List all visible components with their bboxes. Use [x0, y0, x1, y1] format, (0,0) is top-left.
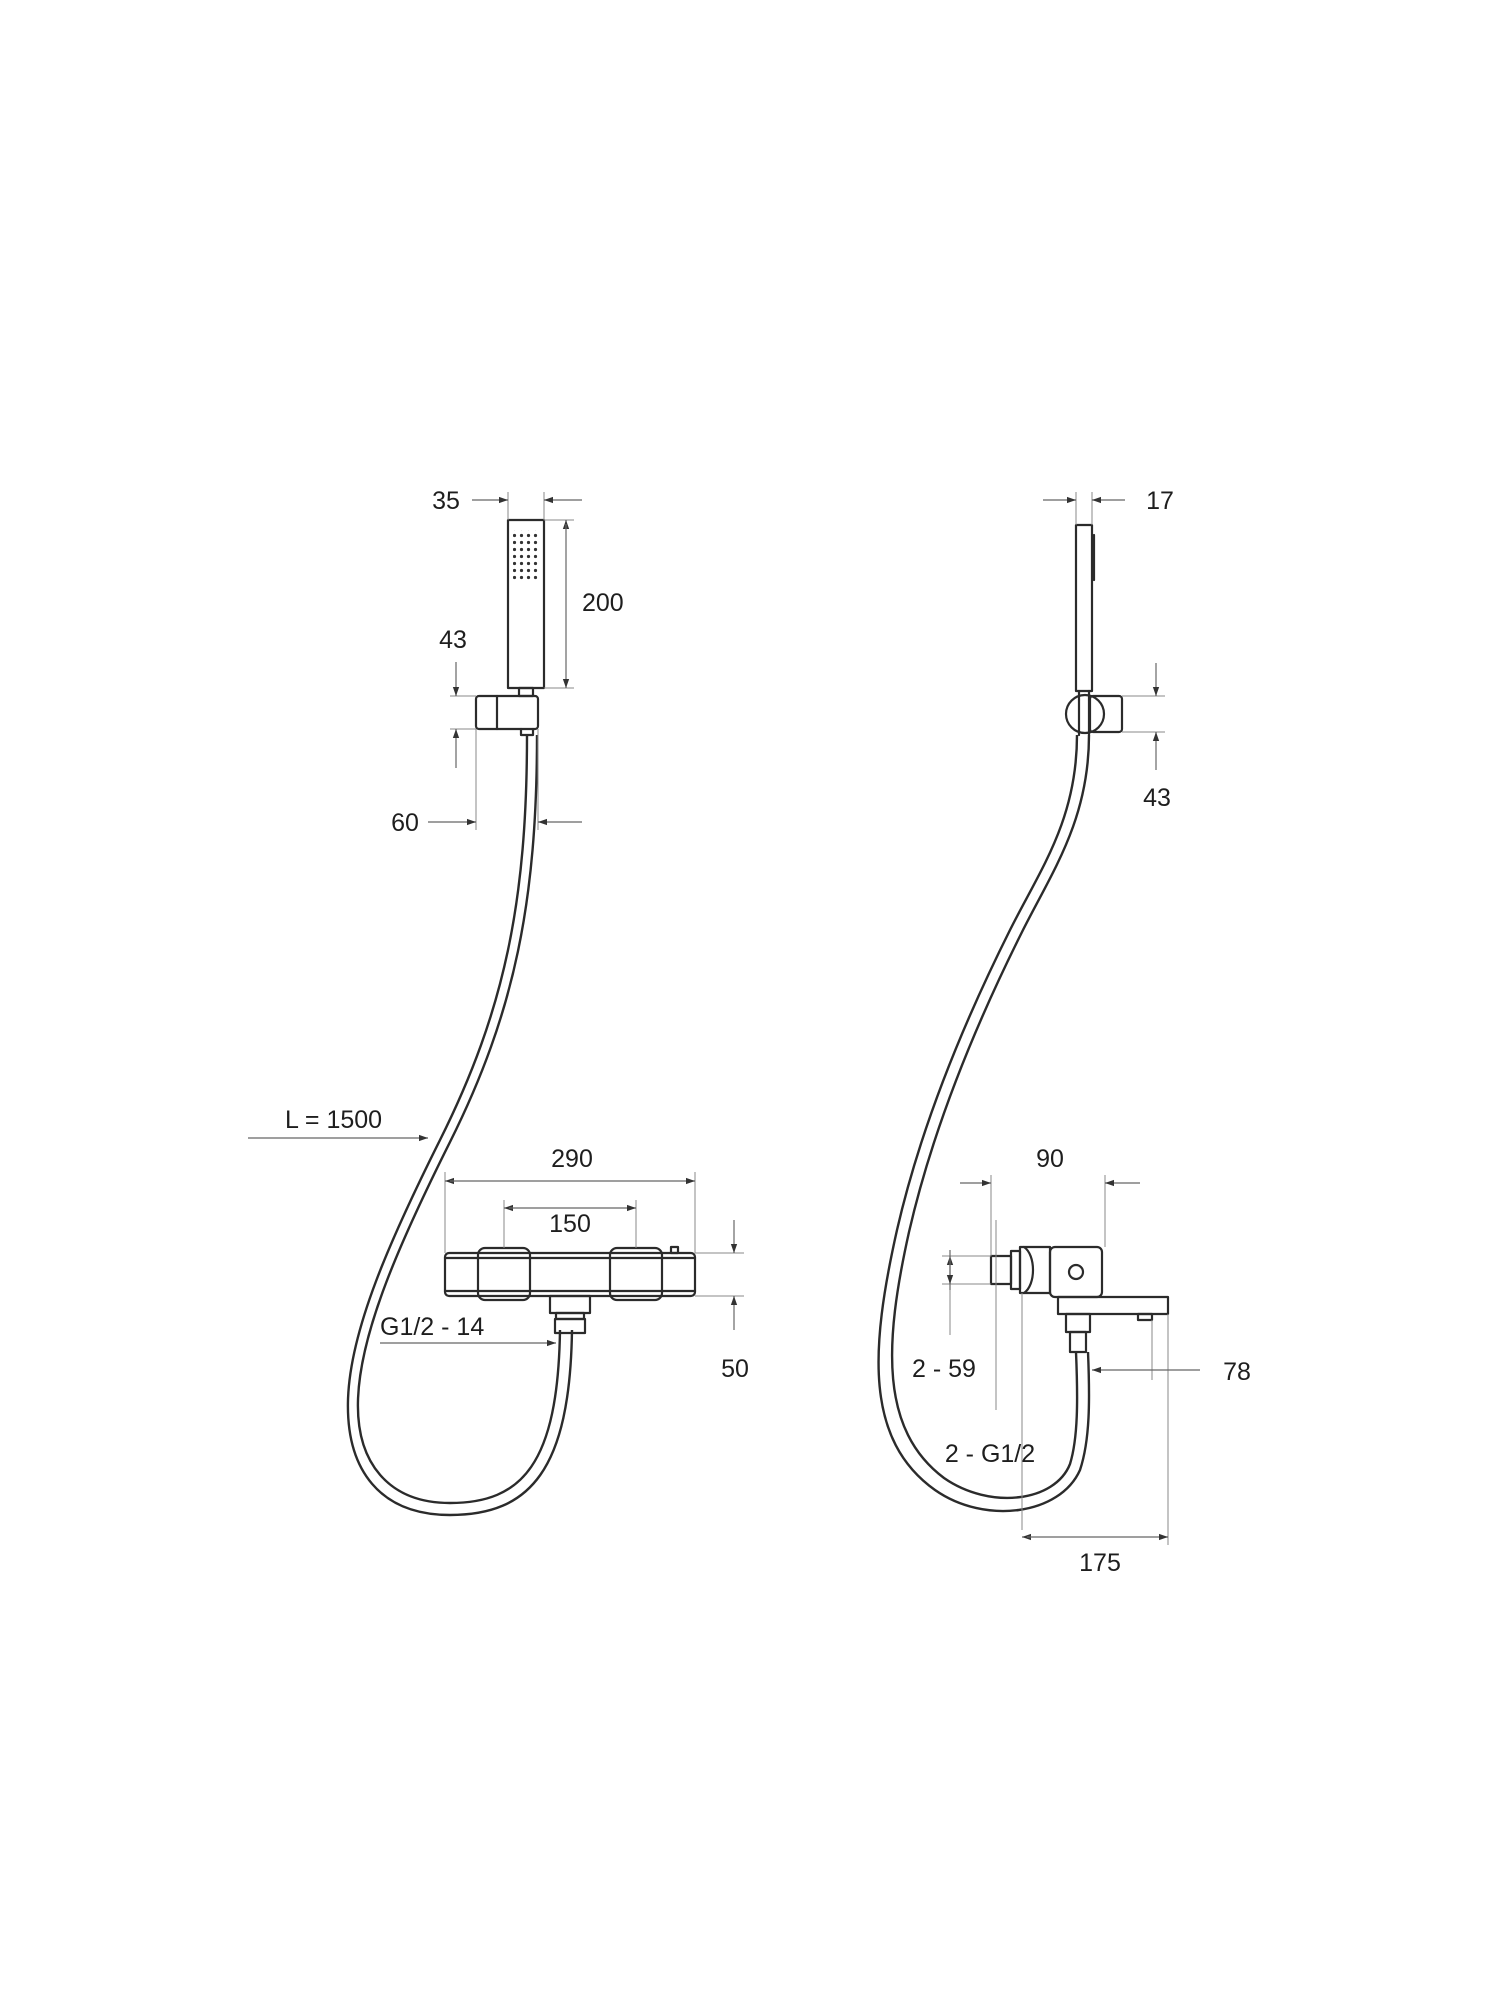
dim-hose-length: L = 1500 [285, 1106, 382, 1134]
side-view: 17 43 90 2 - 59 2 - G1/2 78 175 [877, 487, 1251, 1577]
dim-eccentric-size: 2 - 59 [912, 1355, 976, 1383]
dim-handshower-width: 35 [432, 487, 460, 515]
dim-mixer-height: 50 [721, 1355, 749, 1383]
front-holder [474, 694, 540, 737]
side-handshower [1074, 523, 1096, 702]
front-mixer-body [443, 1245, 697, 1335]
dim-inlet-thread: 2 - G1/2 [945, 1440, 1035, 1468]
dim-holder-width: 60 [391, 809, 419, 837]
front-handshower [506, 518, 546, 698]
dim-outlet-thread: G1/2 - 14 [380, 1313, 484, 1341]
front-view: 35 200 43 60 L = 1500 290 150 [248, 487, 749, 1517]
side-hose [890, 734, 1091, 1499]
dim-mixer-width: 290 [551, 1145, 593, 1173]
front-hose [356, 734, 562, 1505]
side-holder [1064, 693, 1124, 737]
dim-handshower-length: 200 [582, 589, 624, 617]
dim-handle-spacing: 150 [549, 1210, 591, 1238]
front-hose [346, 734, 574, 1517]
dim-outlet-offset: 78 [1223, 1358, 1251, 1386]
dim-holder-height: 43 [439, 626, 467, 654]
side-mixer-body [989, 1245, 1170, 1354]
side-hose [877, 734, 1091, 1513]
dim-side-holder-height: 43 [1143, 784, 1171, 812]
dim-projection: 175 [1079, 1549, 1121, 1577]
dim-connection-spacing: 90 [1036, 1145, 1064, 1173]
dim-handshower-thickness: 17 [1146, 487, 1174, 515]
